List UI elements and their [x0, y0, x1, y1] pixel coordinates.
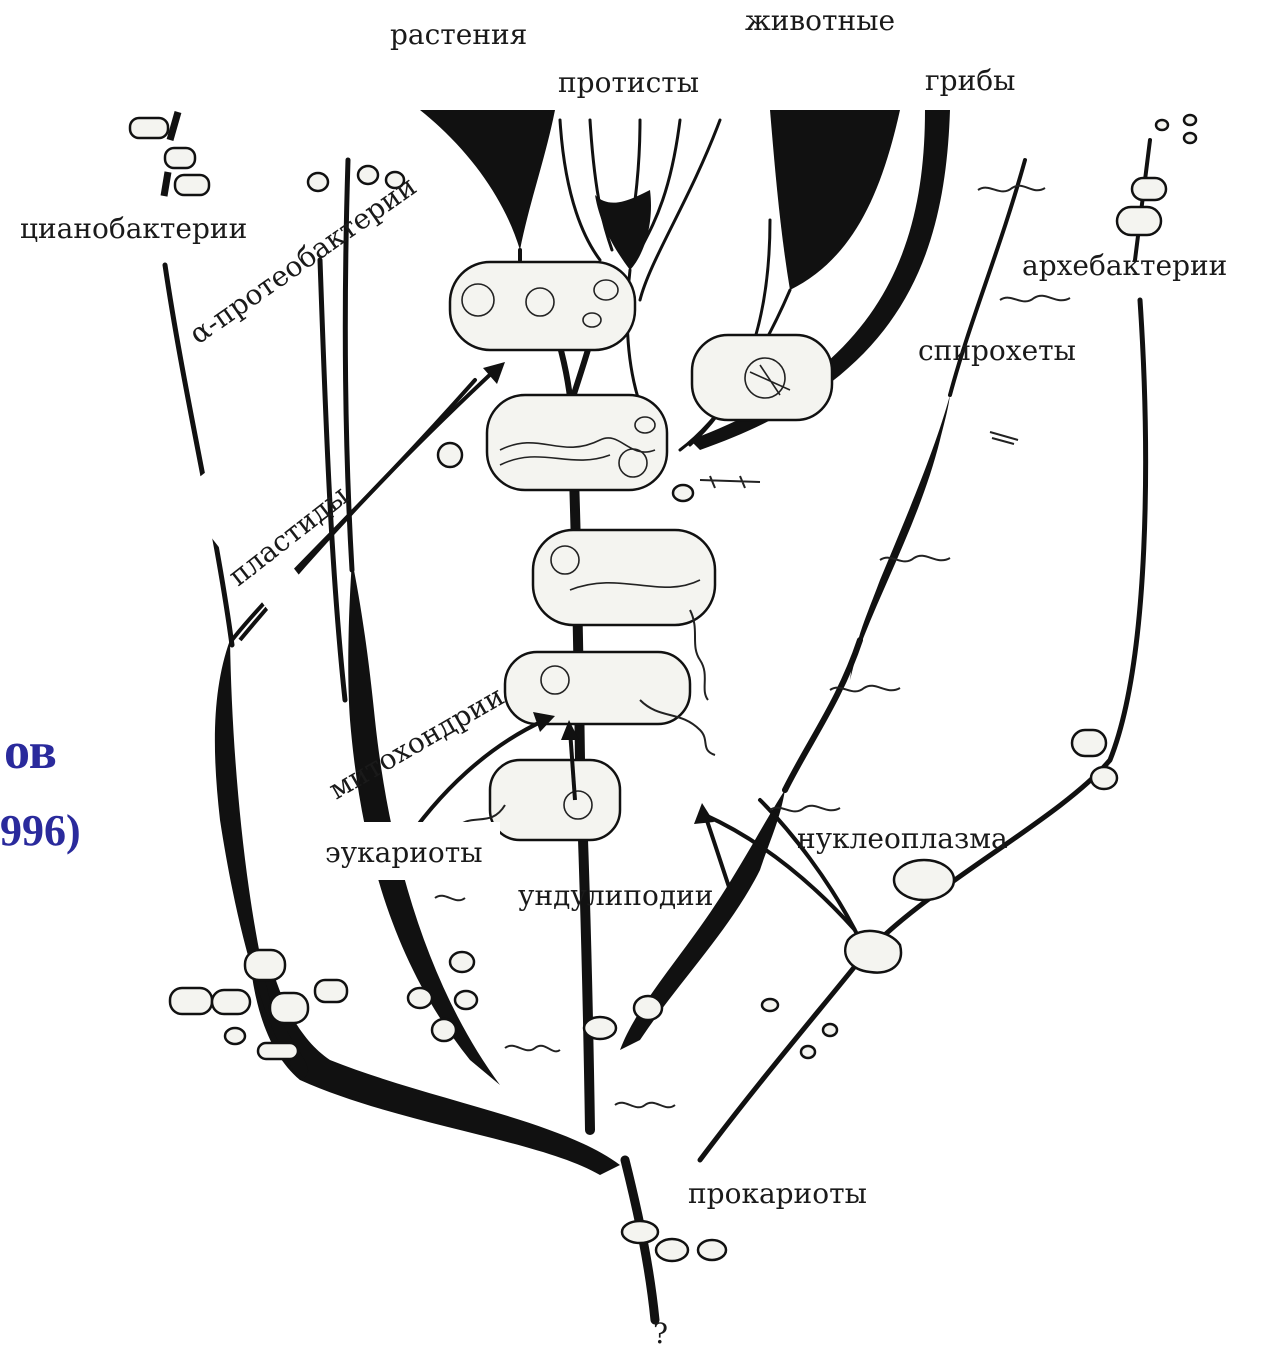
flagellate-cell	[533, 530, 715, 625]
label-spirochetes: спирохеты	[918, 334, 1076, 367]
label-cyanobacteria: цианобактерии	[20, 212, 247, 245]
label-alpha-proteobacteria: α-протеобактерии	[183, 169, 422, 350]
label-fungi: грибы	[925, 64, 1015, 97]
cells	[450, 262, 832, 840]
label-archaebacteria: архебактерии	[1022, 249, 1227, 282]
label-nucleoplasm: нуклеоплазма	[797, 822, 1008, 855]
plant-cell	[450, 262, 635, 350]
label-plants: растения	[390, 18, 527, 51]
label-undulipodia: ундулиподии	[518, 879, 713, 912]
label-protists: протисты	[558, 66, 699, 99]
cut-title-line1: ов	[4, 723, 57, 780]
label-eukaryotes: эукариоты	[325, 836, 483, 869]
label-prokaryotes: прокариоты	[688, 1177, 867, 1210]
label-animals: животные	[745, 4, 895, 37]
cut-title-line2: 996)	[0, 806, 81, 855]
amoeboid-cell	[490, 760, 620, 840]
label-question: ?	[653, 1317, 668, 1348]
